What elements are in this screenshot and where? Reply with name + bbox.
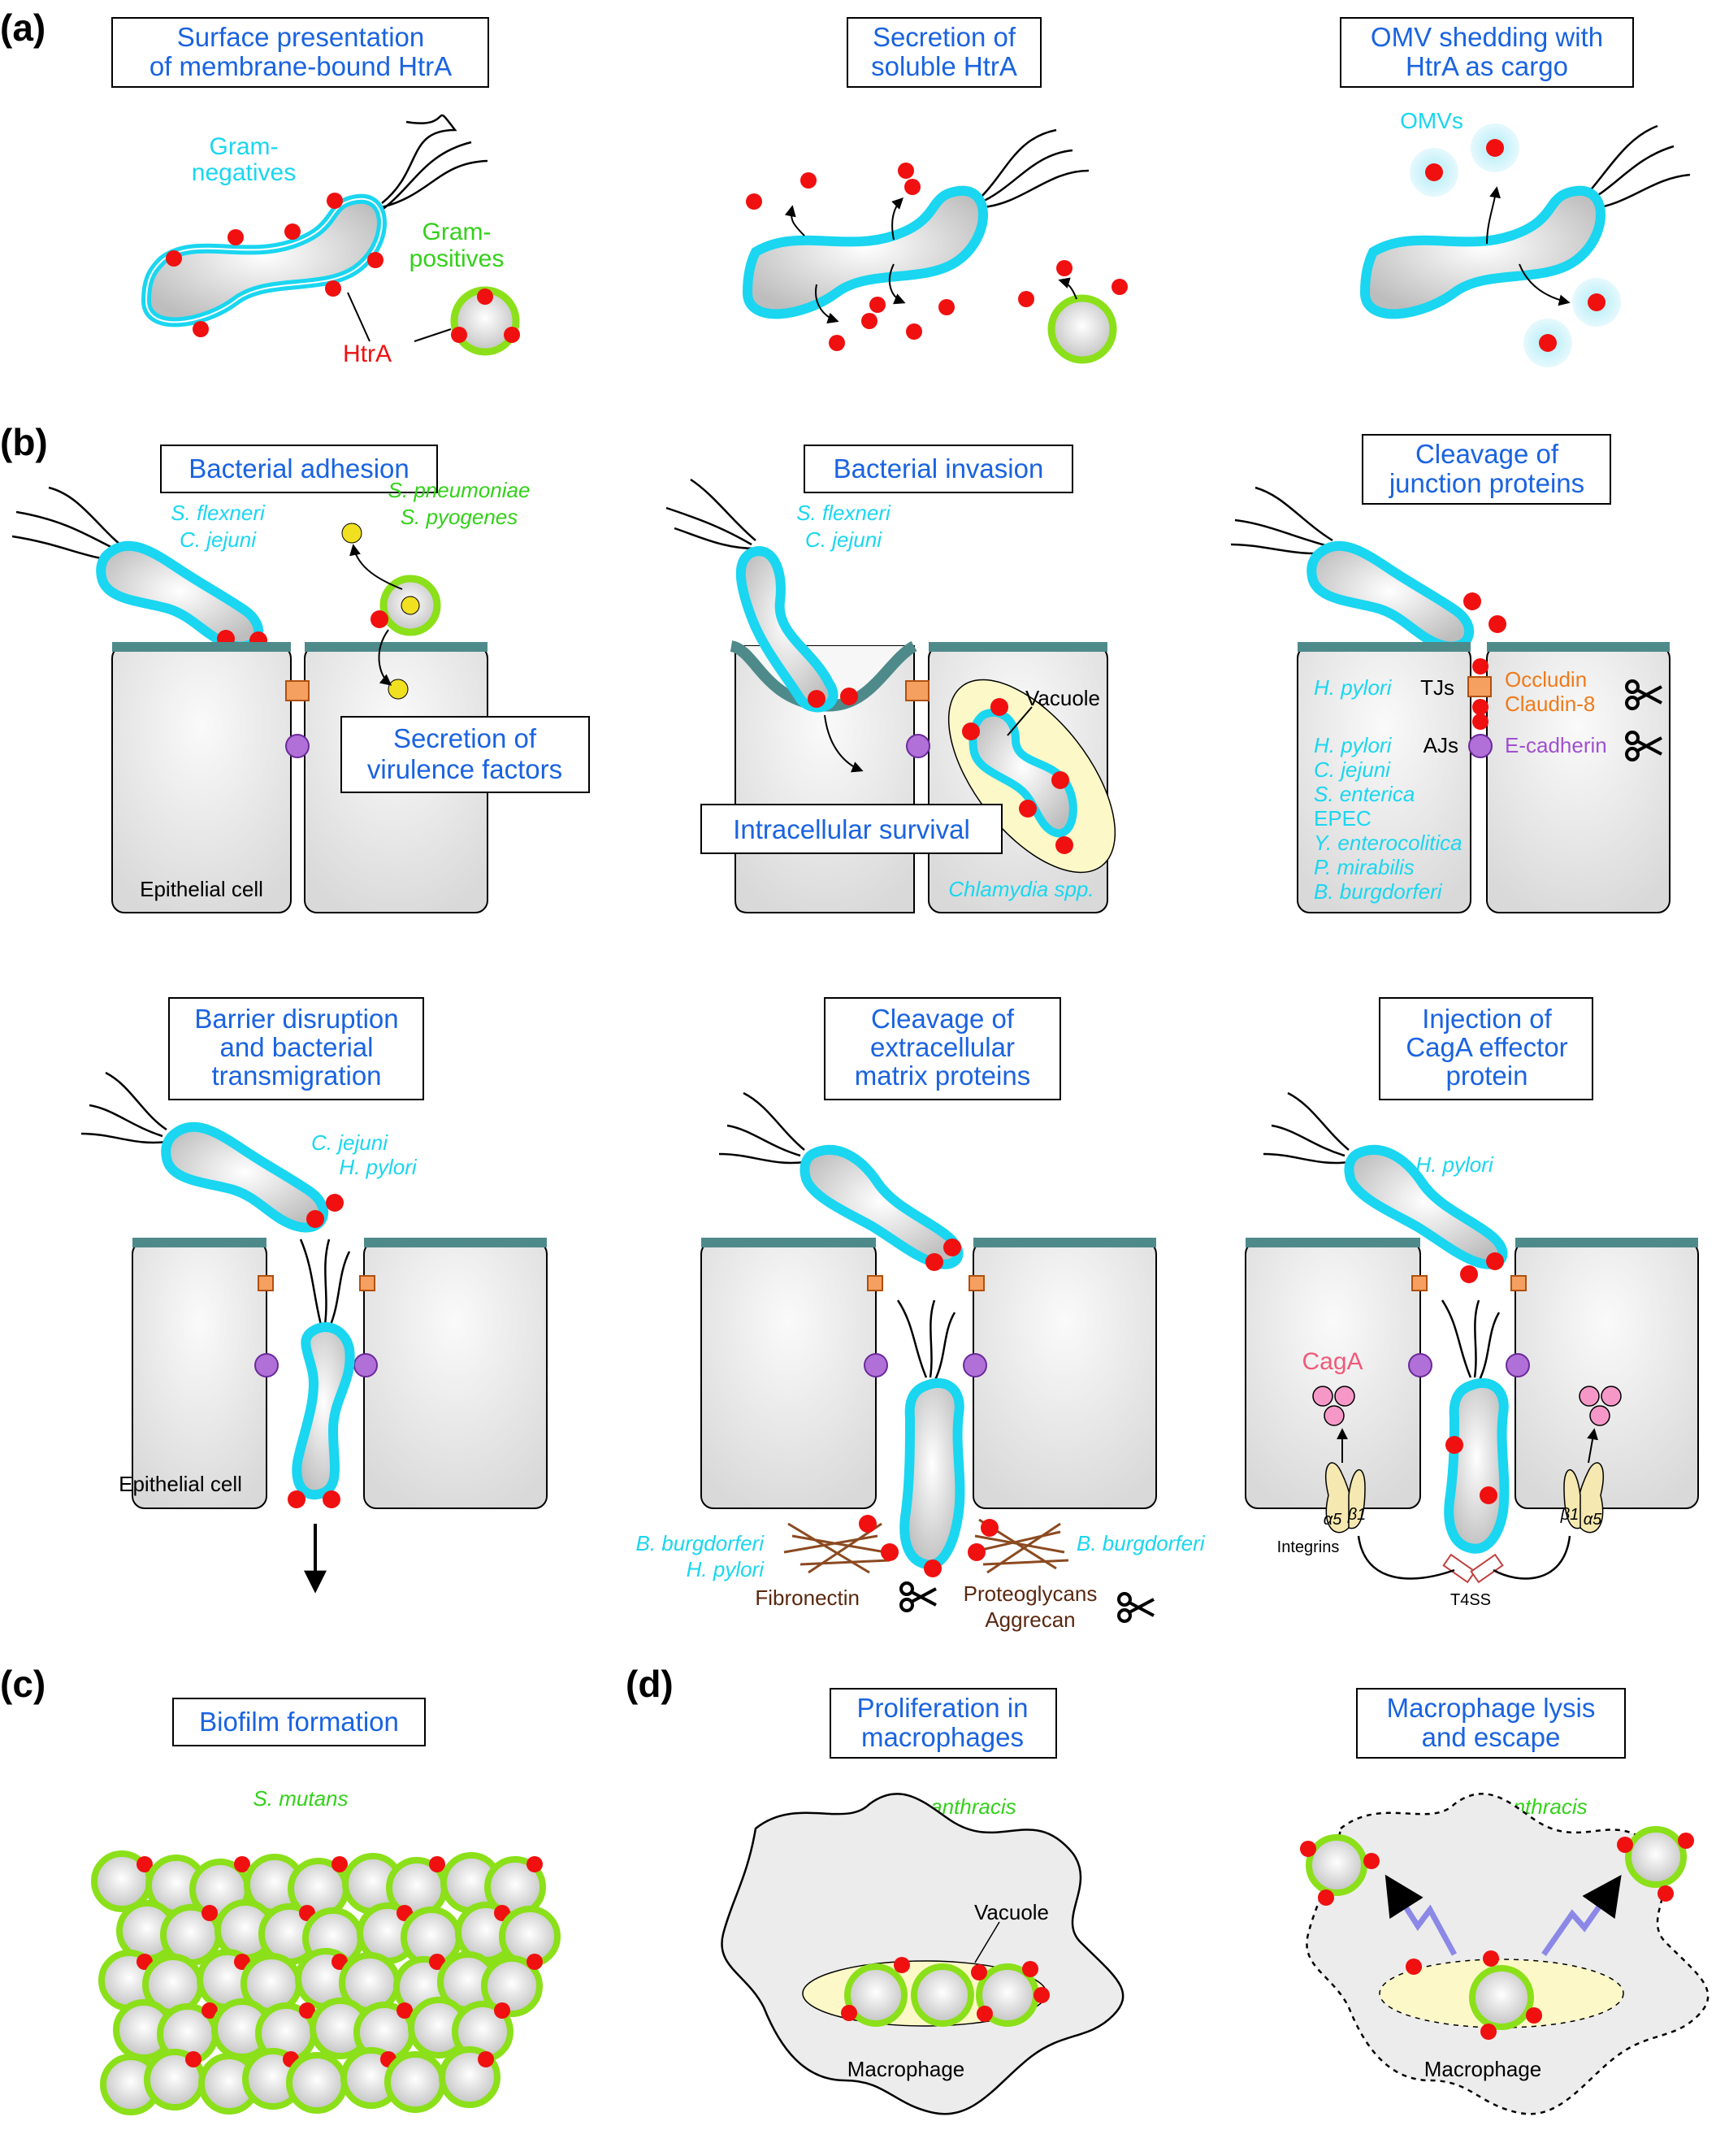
intracellular-survival: Intracellular survival (733, 814, 970, 844)
aggrecan-label: Aggrecan (985, 1607, 1075, 1632)
beta-label-right: β1 (1560, 1506, 1580, 1524)
junction-title-line1: Cleavage of (1415, 439, 1559, 469)
vacuole-label-1: Vacuole (1025, 686, 1100, 710)
scissors-icon (899, 1581, 938, 1612)
htra-label: HtrA (343, 341, 392, 367)
alpha-label-left: α5 (1324, 1511, 1342, 1529)
claudin-label: Claudin-8 (1505, 692, 1595, 716)
omv-section: OMV shedding with HtrA as cargo OMVs (1340, 17, 1691, 367)
caga-title-line1: Injection of (1422, 1004, 1552, 1034)
junction-section: Cleavage of junction proteins TJs AJs Oc… (1230, 434, 1670, 913)
caga-label: CagA (1302, 1348, 1363, 1375)
lysis-title-line1: Macrophage lysis (1387, 1693, 1596, 1723)
adhesion-title: Bacterial adhesion (188, 453, 410, 484)
biofilm-cluster (91, 1850, 561, 2115)
adhesion-species-pos-2: S. pyogenes (401, 505, 518, 529)
ecm-species-right: B. burgdorferi (1077, 1531, 1206, 1555)
invasion-title: Bacterial invasion (834, 453, 1044, 484)
ecm-species-left-1: B. burgdorferi (635, 1531, 765, 1555)
prolif-title-line2: macrophages (861, 1722, 1024, 1752)
epithelial-cell-label-2: Epithelial cell (119, 1472, 242, 1496)
junction-species-1: H. pylori (1314, 733, 1393, 757)
integrins-label: Integrins (1277, 1538, 1340, 1556)
adhesion-species-neg-2: C. jejuni (180, 527, 257, 552)
junction-species-5: Y. enterocolitica (1314, 831, 1462, 855)
junction-species-2: C. jejuni (1314, 757, 1391, 782)
gram-negatives-label-2: negatives (192, 159, 296, 186)
t4ss-label: T4SS (1450, 1591, 1491, 1609)
panel-d-label: (d) (626, 1663, 674, 1705)
omv-title-line1: OMV shedding with (1371, 22, 1603, 52)
epithelial-cell-label-1: Epithelial cell (140, 877, 263, 901)
secretion-title-line1: Secretion of (873, 22, 1016, 52)
junction-title-line2: junction proteins (1389, 468, 1584, 498)
lysis-title-line2: and escape (1422, 1722, 1561, 1752)
virulence-line2: virulence factors (367, 754, 562, 784)
barrier-title-line2: and bacterial (220, 1032, 374, 1062)
ajs-label: AJs (1424, 733, 1458, 757)
lysis-section: Macrophage lysis and escape B. anthracis… (1300, 1688, 1710, 2115)
junction-species-4: EPEC (1314, 806, 1372, 831)
omv-title-line2: HtrA as cargo (1406, 51, 1568, 81)
gram-negatives-label-1: Gram- (210, 133, 279, 160)
caga-species: H. pylori (1415, 1152, 1494, 1177)
gram-positives-label-1: Gram- (422, 219, 492, 245)
caga-section: Injection of CagA effector protein H. py… (1245, 997, 1699, 1609)
adhesion-section: Bacterial adhesion S. flexneri C. jejuni… (11, 445, 590, 913)
surface-title-line2: of membrane-bound HtrA (150, 51, 452, 81)
barrier-title-line3: transmigration (211, 1061, 381, 1091)
caga-title-line2: CagA effector (1406, 1032, 1567, 1062)
junction-species-3: S. enterica (1314, 782, 1415, 806)
invasion-section: Bacterial invasion S. flexneri C. jejuni… (665, 445, 1116, 913)
invasion-species-2: C. jejuni (805, 527, 882, 552)
panel-a-label: (a) (0, 7, 46, 49)
fibronectin-label: Fibronectin (755, 1586, 860, 1610)
virulence-line1: Secretion of (393, 723, 537, 753)
barrier-species-1: C. jejuni (311, 1130, 388, 1155)
adhesion-species-neg-1: S. flexneri (171, 501, 266, 525)
panel-c-label: (c) (0, 1663, 46, 1705)
junction-species-6: P. mirabilis (1314, 855, 1415, 879)
prolif-title-line1: Proliferation in (857, 1693, 1029, 1723)
ecm-section: Cleavage of extracellular matrix protein… (635, 997, 1206, 1632)
chlamydia-label: Chlamydia spp. (948, 877, 1094, 901)
ecadherin-label: E-cadherin (1505, 733, 1607, 757)
biofilm-title: Biofilm formation (199, 1707, 399, 1737)
secretion-section: Secretion of soluble HtrA (742, 17, 1128, 364)
secretion-title-line2: soluble HtrA (871, 51, 1017, 81)
omvs-label: OMVs (1400, 108, 1463, 133)
biofilm-section: Biofilm formation S. mutans (91, 1698, 561, 2115)
junction-species-0: H. pylori (1314, 675, 1393, 700)
invasion-species-1: S. flexneri (796, 501, 891, 525)
surface-title-line1: Surface presentation (177, 22, 425, 52)
gram-positives-label-2: positives (410, 245, 505, 272)
barrier-section: Barrier disruption and bacterial transmi… (80, 997, 548, 1594)
tjs-label: TJs (1420, 675, 1454, 700)
ecm-title-line1: Cleavage of (871, 1004, 1015, 1034)
macrophage-label-2: Macrophage (1424, 2057, 1542, 2081)
caga-title-line3: protein (1446, 1061, 1528, 1091)
biofilm-species: S. mutans (253, 1786, 348, 1811)
beta-label-left: β1 (1347, 1506, 1367, 1524)
proliferation-section: Proliferation in macrophages B. anthraci… (721, 1688, 1124, 2115)
surface-presentation-section: Surface presentation of membrane-bound H… (111, 17, 520, 367)
panel-b-label: (b) (0, 421, 48, 463)
junction-species-7: B. burgdorferi (1314, 879, 1443, 904)
ecm-title-line3: matrix proteins (855, 1061, 1030, 1091)
scissors-icon (1117, 1592, 1155, 1623)
alpha-label-right: α5 (1584, 1511, 1602, 1529)
occludin-label: Occludin (1505, 667, 1587, 692)
barrier-species-2: H. pylori (339, 1155, 418, 1179)
proteoglycans-label: Proteoglycans (964, 1581, 1098, 1606)
macrophage-label-1: Macrophage (847, 2057, 965, 2081)
barrier-title-line1: Barrier disruption (194, 1004, 398, 1034)
vacuole-label-2: Vacuole (974, 1900, 1049, 1924)
ecm-species-left-2: H. pylori (687, 1557, 765, 1581)
ecm-title-line2: extracellular (870, 1032, 1015, 1062)
adhesion-species-pos-1: S. pneumoniae (388, 478, 531, 502)
